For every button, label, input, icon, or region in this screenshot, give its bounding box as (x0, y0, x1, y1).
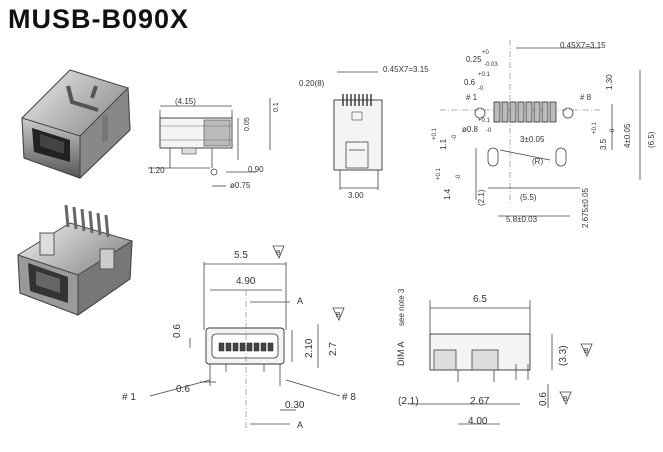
dim-top-33: (3.3) (558, 345, 569, 366)
pcb-tol-plus01b: +0.1 (478, 118, 491, 124)
pcb-radius: (R) (532, 157, 543, 166)
small-front-view (333, 71, 383, 190)
pcb-tol-plus01e: +0.1 (436, 167, 442, 180)
pcb-3: 3±0.05 (520, 135, 545, 144)
dim-pitch-small: 0.20(8) (299, 79, 325, 88)
connector-photo-rear (17, 204, 133, 316)
front-view (149, 245, 345, 432)
pcb-tol-plus01c: +0.1 (432, 127, 438, 140)
dim-front-27: 2.7 (328, 342, 339, 356)
dim-side-005: 0.05 (244, 117, 251, 131)
side-view (148, 98, 271, 187)
dim-side-120: 1.20 (149, 166, 165, 175)
pcb-tol-minus003: -0.03 (484, 62, 498, 68)
pcb-tol-minus0d: -0 (610, 128, 616, 134)
pcb-layout (440, 40, 641, 217)
datum-b-top: B (584, 348, 589, 355)
dim-side-075: ø0.75 (230, 181, 251, 190)
dim-side-090: 0.90 (248, 165, 264, 174)
dim-front-210: 2.10 (304, 338, 315, 358)
dim-side-01: 0.1 (273, 102, 280, 112)
dim-front-490: 4.90 (236, 276, 256, 287)
pcb-06: 0.6 (464, 78, 476, 87)
pcb-tol-minus0c: -0 (452, 134, 458, 140)
pcb-tol-minus0e: -0 (456, 174, 462, 180)
pcb-tol-minus0a: -0 (478, 86, 484, 92)
pcb-55: (5.5) (520, 193, 537, 202)
section-a-bottom: A (297, 420, 303, 430)
dim-front-55: 5.5 (234, 250, 248, 261)
top-view (408, 300, 593, 425)
connector-photo-angled (21, 69, 131, 180)
pcb-35: 3.5 (599, 138, 608, 150)
dim-a-label: DIM A (396, 341, 406, 366)
pcb-hole: ø0.8 (462, 125, 479, 134)
pcb-65: (6.5) (647, 131, 656, 148)
datum-b-front2: B (336, 312, 341, 319)
pcb-tol-plus01a: +0.1 (478, 72, 491, 78)
pcb-11: 1.1 (439, 138, 448, 150)
section-a-top: A (297, 296, 303, 306)
pcb-tol-plus01d: +0.1 (592, 121, 598, 134)
pcb-4: 4±0.05 (623, 123, 632, 148)
pcb-21: (2.1) (477, 189, 486, 206)
pcb-14: 1.4 (443, 188, 452, 200)
dim-top-267: 2.67 (470, 396, 490, 407)
dim-top-65: 6.5 (473, 294, 487, 305)
dim-small-width: 3.00 (348, 191, 364, 200)
part-number-title: MUSB-B090X (8, 4, 190, 34)
pin8-label: # 8 (342, 392, 356, 403)
dim-top-21: (2.1) (398, 396, 419, 407)
pcb-130: 1.30 (605, 74, 614, 90)
pcb-58: 5.8±0.03 (506, 215, 538, 224)
datum-b-front: B (276, 250, 281, 257)
pcb-pitch-total: 0.45X7=3.15 (560, 41, 606, 50)
pin1-label: # 1 (122, 392, 136, 403)
pcb-tol-plus0: +0 (482, 50, 490, 56)
dim-top-06: 0.6 (538, 392, 549, 406)
pcb-pin1: # 1 (466, 93, 478, 102)
pcb-2675: 2.675±0.05 (581, 187, 590, 228)
datum-b-top2: B (563, 396, 568, 403)
dim-pitch-total-small: 0.45X7=3.15 (383, 65, 429, 74)
note-3: see note 3 (397, 288, 406, 326)
pcb-pin8: # 8 (580, 93, 592, 102)
dim-front-030: 0.30 (285, 400, 305, 411)
dim-top-400: 4.00 (468, 416, 488, 427)
pcb-025: 0.25 (466, 55, 482, 64)
dim-front-06-bottom: 0.6 (176, 384, 190, 395)
pcb-tol-minus0b: -0 (486, 128, 492, 134)
dim-side-width: (4.15) (175, 97, 196, 106)
dim-front-06-left: 0.6 (172, 324, 183, 338)
